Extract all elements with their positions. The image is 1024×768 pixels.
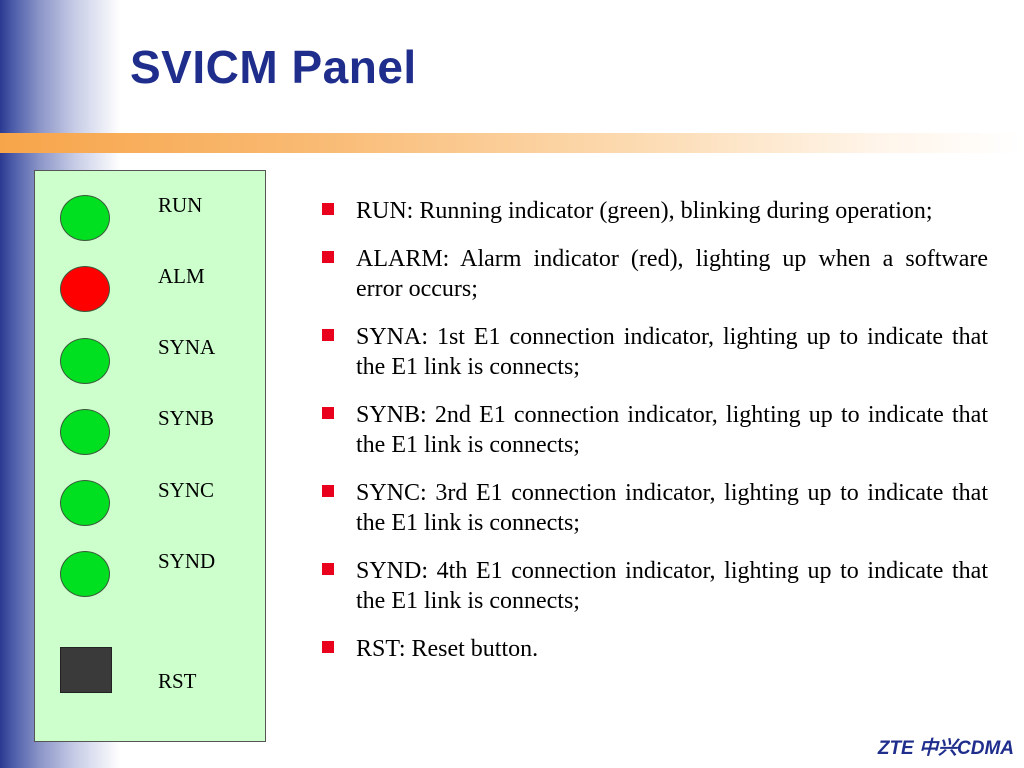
synb-label: SYNB bbox=[158, 406, 215, 430]
sync-led-indicator bbox=[60, 480, 110, 526]
syna-label: SYNA bbox=[158, 335, 216, 359]
bullet-alarm: ALARM: Alarm indicator (red), lighting u… bbox=[318, 244, 988, 304]
bullet-synd: SYND: 4th E1 connection indicator, light… bbox=[318, 556, 988, 616]
rst-label: RST bbox=[158, 669, 197, 693]
run-led-indicator bbox=[60, 195, 110, 241]
bullet-sync: SYNC: 3rd E1 connection indicator, light… bbox=[318, 478, 988, 538]
bullet-synb: SYNB: 2nd E1 connection indicator, light… bbox=[318, 400, 988, 460]
run-label: RUN bbox=[158, 193, 203, 217]
footer-brand: ZTE 中兴CDMA bbox=[877, 738, 1014, 759]
description-list: RUN: Running indicator (green), blinking… bbox=[318, 196, 988, 682]
syna-led-indicator bbox=[60, 338, 110, 384]
alm-led-indicator bbox=[60, 266, 110, 312]
bullet-run: RUN: Running indicator (green), blinking… bbox=[318, 196, 988, 226]
alm-label: ALM bbox=[158, 264, 205, 288]
bullet-rst: RST: Reset button. bbox=[318, 634, 988, 664]
svicm-panel-diagram: RUN ALM SYNA SYNB SYNC SYND RST bbox=[34, 170, 266, 742]
synd-label: SYND bbox=[158, 549, 216, 573]
synb-led-indicator bbox=[60, 409, 110, 455]
reset-button bbox=[60, 647, 112, 693]
slide-title: SVICM Panel bbox=[130, 41, 417, 93]
bullet-syna: SYNA: 1st E1 connection indicator, light… bbox=[318, 322, 988, 382]
synd-led-indicator bbox=[60, 551, 110, 597]
orange-divider-bar bbox=[0, 133, 1024, 153]
sync-label: SYNC bbox=[158, 478, 215, 502]
